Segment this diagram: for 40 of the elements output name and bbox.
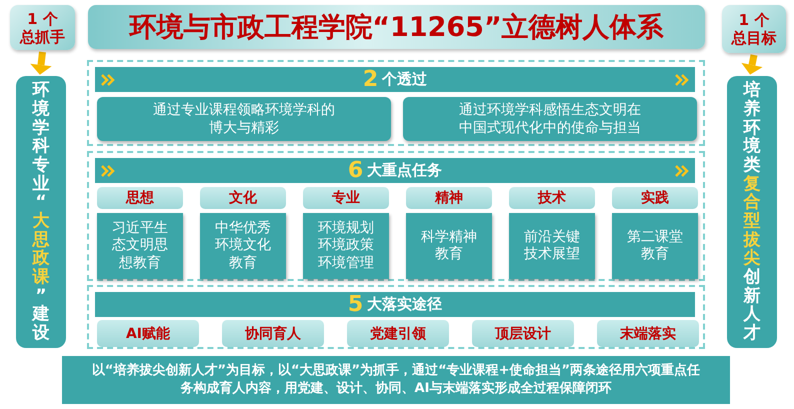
section-number: 2 bbox=[362, 67, 378, 92]
category-tab: 协同育人 bbox=[222, 320, 324, 347]
category-tab: 专业 bbox=[303, 187, 389, 209]
label-box bbox=[722, 5, 786, 53]
section-number: 5 bbox=[348, 292, 364, 317]
category-tab: 末端落实 bbox=[597, 320, 699, 347]
arrow bbox=[741, 54, 763, 75]
vertical-panel: 培养环境类复合型拔尖创新人才 bbox=[727, 76, 777, 348]
category-tab: 党建引领 bbox=[347, 320, 449, 347]
label-text: 1 个 bbox=[738, 11, 770, 29]
category-tab: 顶层设计 bbox=[472, 320, 574, 347]
label-text: 总抓手 bbox=[20, 28, 65, 46]
label-text: 总目标 bbox=[732, 29, 776, 47]
section-number: 6 bbox=[348, 158, 364, 183]
dashed-group bbox=[87, 285, 705, 349]
label-text: 1 个 bbox=[27, 10, 58, 28]
category-tab: 文化 bbox=[200, 187, 286, 209]
category-tab: 技术 bbox=[509, 187, 595, 209]
task-box: 第二课堂教育 bbox=[612, 213, 698, 279]
dashed-group bbox=[87, 151, 705, 281]
task-box: 前沿关键技术展望 bbox=[509, 213, 595, 279]
content-box: 通过环境学科感悟生态文明在中国式现代化中的使命与担当 bbox=[403, 97, 697, 141]
task-box: 中华优秀环境文化教育 bbox=[200, 213, 286, 279]
vertical-panel: 环境学科专业“大思政课”建设 bbox=[16, 76, 66, 348]
task-box: 环境规划环境政策环境管理 bbox=[303, 213, 389, 279]
section-title: 个透过 bbox=[382, 70, 428, 89]
section-title: 大落实途径 bbox=[367, 295, 442, 314]
task-box: 科学精神教育 bbox=[406, 213, 492, 279]
category-tab: 实践 bbox=[612, 187, 698, 209]
dashed-group bbox=[87, 60, 705, 146]
category-tab: 精神 bbox=[406, 187, 492, 209]
content-box: 通过专业课程领略环境学科的博大与精彩 bbox=[97, 97, 391, 141]
label-box bbox=[10, 5, 75, 50]
summary-box: 以“培养拔尖创新人才”为目标，以“大思政课”为抓手，通过“专业课程+使命担当”两条途径用六项重点任务构成育人内容，用党建、设计、协同、AI与末端落实形成全过程保障闭环 bbox=[62, 356, 730, 404]
category-tab: AI赋能 bbox=[97, 320, 199, 347]
category-tab: 思想 bbox=[97, 187, 183, 209]
section-title: 大重点任务 bbox=[367, 161, 442, 180]
task-box: 习近平生态文明思想教育 bbox=[97, 213, 183, 279]
arrow bbox=[30, 52, 52, 75]
title-banner: 环境与市政工程学院“11265”立德树人体系 bbox=[88, 5, 705, 49]
